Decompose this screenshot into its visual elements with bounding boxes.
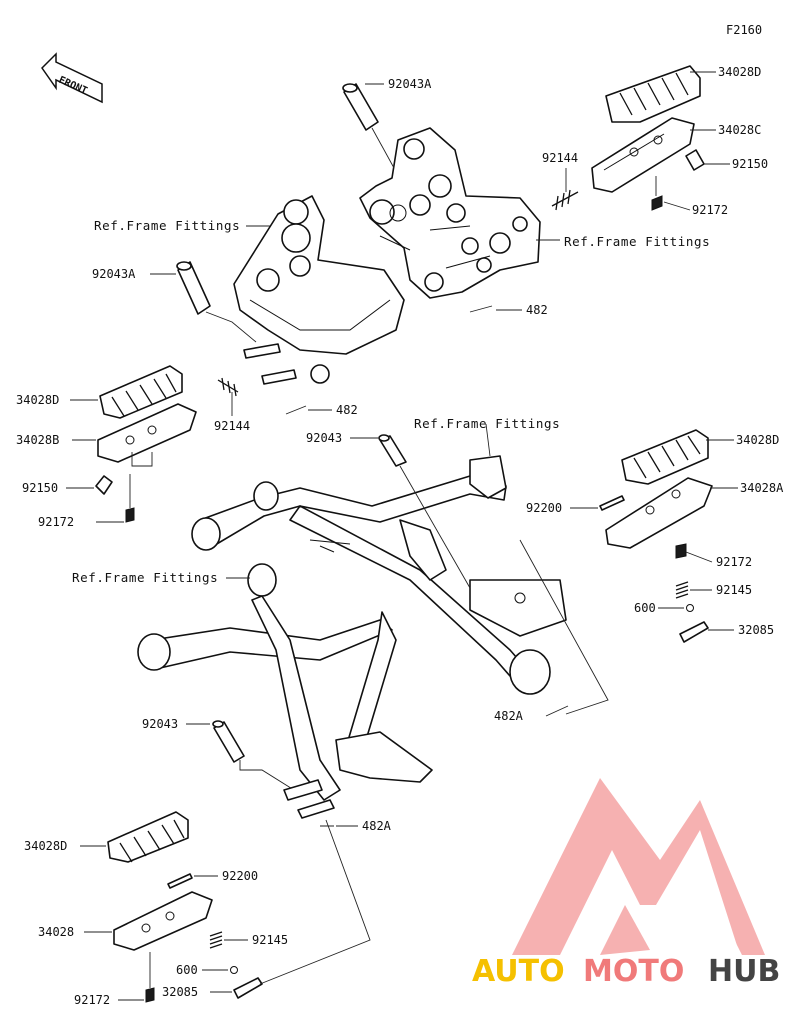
label-34028c: 34028C — [718, 123, 761, 137]
pin-92043a-left — [176, 261, 257, 343]
label-ref-frame-mid: Ref.Frame Fittings — [414, 416, 560, 431]
label-92145-bottom: 92145 — [252, 933, 288, 947]
wordmark-hub: HUB — [708, 954, 780, 989]
pin-92043-mid — [378, 434, 471, 589]
footpeg-base-34028c — [591, 117, 695, 193]
footpeg-base-34028 — [113, 891, 213, 951]
diagram-code: F2160 — [726, 23, 762, 37]
label-600-right: 600 — [634, 601, 656, 615]
pivot-pins-low — [283, 779, 335, 819]
label-482a-low: 482A — [362, 819, 392, 833]
label-92043a-left: 92043A — [92, 267, 136, 281]
bolt-92172-top-right — [651, 176, 691, 211]
rubber-stop-92150-right — [685, 149, 705, 171]
label-92172-right: 92172 — [716, 555, 752, 569]
label-92172-bottom: 92172 — [74, 993, 110, 1007]
label-ref-frame-left: Ref.Frame Fittings — [72, 570, 218, 585]
wordmark-auto: AUTO — [472, 954, 565, 989]
label-32085-bottom: 32085 — [162, 985, 198, 999]
label-600-bottom: 600 — [176, 963, 198, 977]
wordmark-moto: MOTO — [583, 954, 684, 989]
right-footrest-bracket — [359, 127, 541, 299]
label-34028: 34028 — [38, 925, 74, 939]
washer-92200-right — [599, 495, 625, 511]
label-482-top: 482 — [526, 303, 548, 317]
bolt-92172-bottom — [145, 952, 155, 1003]
label-34028d-bottom-left: 34028D — [24, 839, 67, 853]
plate-32085-bottom — [210, 819, 371, 999]
pin-92043a-top — [342, 83, 395, 169]
bolt-92172-left — [125, 452, 153, 523]
label-ref-frame-top-left: Ref.Frame Fittings — [94, 218, 240, 233]
ball-600-bottom — [202, 966, 238, 974]
ball-600-right — [658, 604, 694, 612]
label-32085-right: 32085 — [738, 623, 774, 637]
spring-92145-right — [675, 581, 712, 599]
footpeg-rubber-right-rear — [621, 429, 709, 485]
label-92043-low: 92043 — [142, 717, 178, 731]
label-482a-right: 482A — [494, 709, 524, 723]
label-92043a-top: 92043A — [388, 77, 432, 91]
pin-92043-low — [212, 720, 295, 791]
label-92145-right: 92145 — [716, 583, 752, 597]
label-482-mid: 482 — [336, 403, 358, 417]
label-34028d-top-right: 34028D — [718, 65, 761, 79]
label-34028d-right-rear: 34028D — [736, 433, 779, 447]
left-footrest-bracket — [233, 195, 405, 384]
label-92200-bottom: 92200 — [222, 869, 258, 883]
spring-92144-right — [551, 168, 579, 211]
washer-92200-bottom — [167, 873, 218, 889]
rubber-stop-92150-left — [95, 475, 113, 495]
label-92150-right: 92150 — [732, 157, 768, 171]
label-ref-frame-top-right: Ref.Frame Fittings — [564, 234, 710, 249]
footpeg-rubber-top-right — [605, 65, 701, 123]
automotohub-logo — [512, 778, 765, 955]
label-92200-right: 92200 — [526, 501, 562, 515]
label-34028b: 34028B — [16, 433, 59, 447]
footpeg-base-34028b — [97, 403, 197, 463]
label-34028a: 34028A — [740, 481, 784, 495]
label-92150-left: 92150 — [22, 481, 58, 495]
pivot-pins-left — [243, 343, 297, 385]
spring-92144-left — [217, 377, 239, 416]
label-92043-mid: 92043 — [306, 431, 342, 445]
automotohub-wordmark: AUTO MOTO HUB — [472, 954, 780, 989]
spring-92145-bottom — [209, 931, 248, 949]
bolt-92172-right — [675, 543, 713, 563]
footpeg-base-34028a — [605, 477, 713, 549]
plate-32085-right — [679, 621, 734, 643]
label-92144-right: 92144 — [542, 151, 578, 165]
footpeg-rubber-bottom-left — [107, 811, 189, 863]
label-92172-left: 92172 — [38, 515, 74, 529]
label-92144-left: 92144 — [214, 419, 250, 433]
label-34028d-left: 34028D — [16, 393, 59, 407]
footpeg-rubber-left — [99, 365, 183, 419]
label-92172-top-right: 92172 — [692, 203, 728, 217]
rear-frame-tubes — [137, 455, 567, 801]
front-arrow-icon: FRONT — [41, 52, 103, 104]
